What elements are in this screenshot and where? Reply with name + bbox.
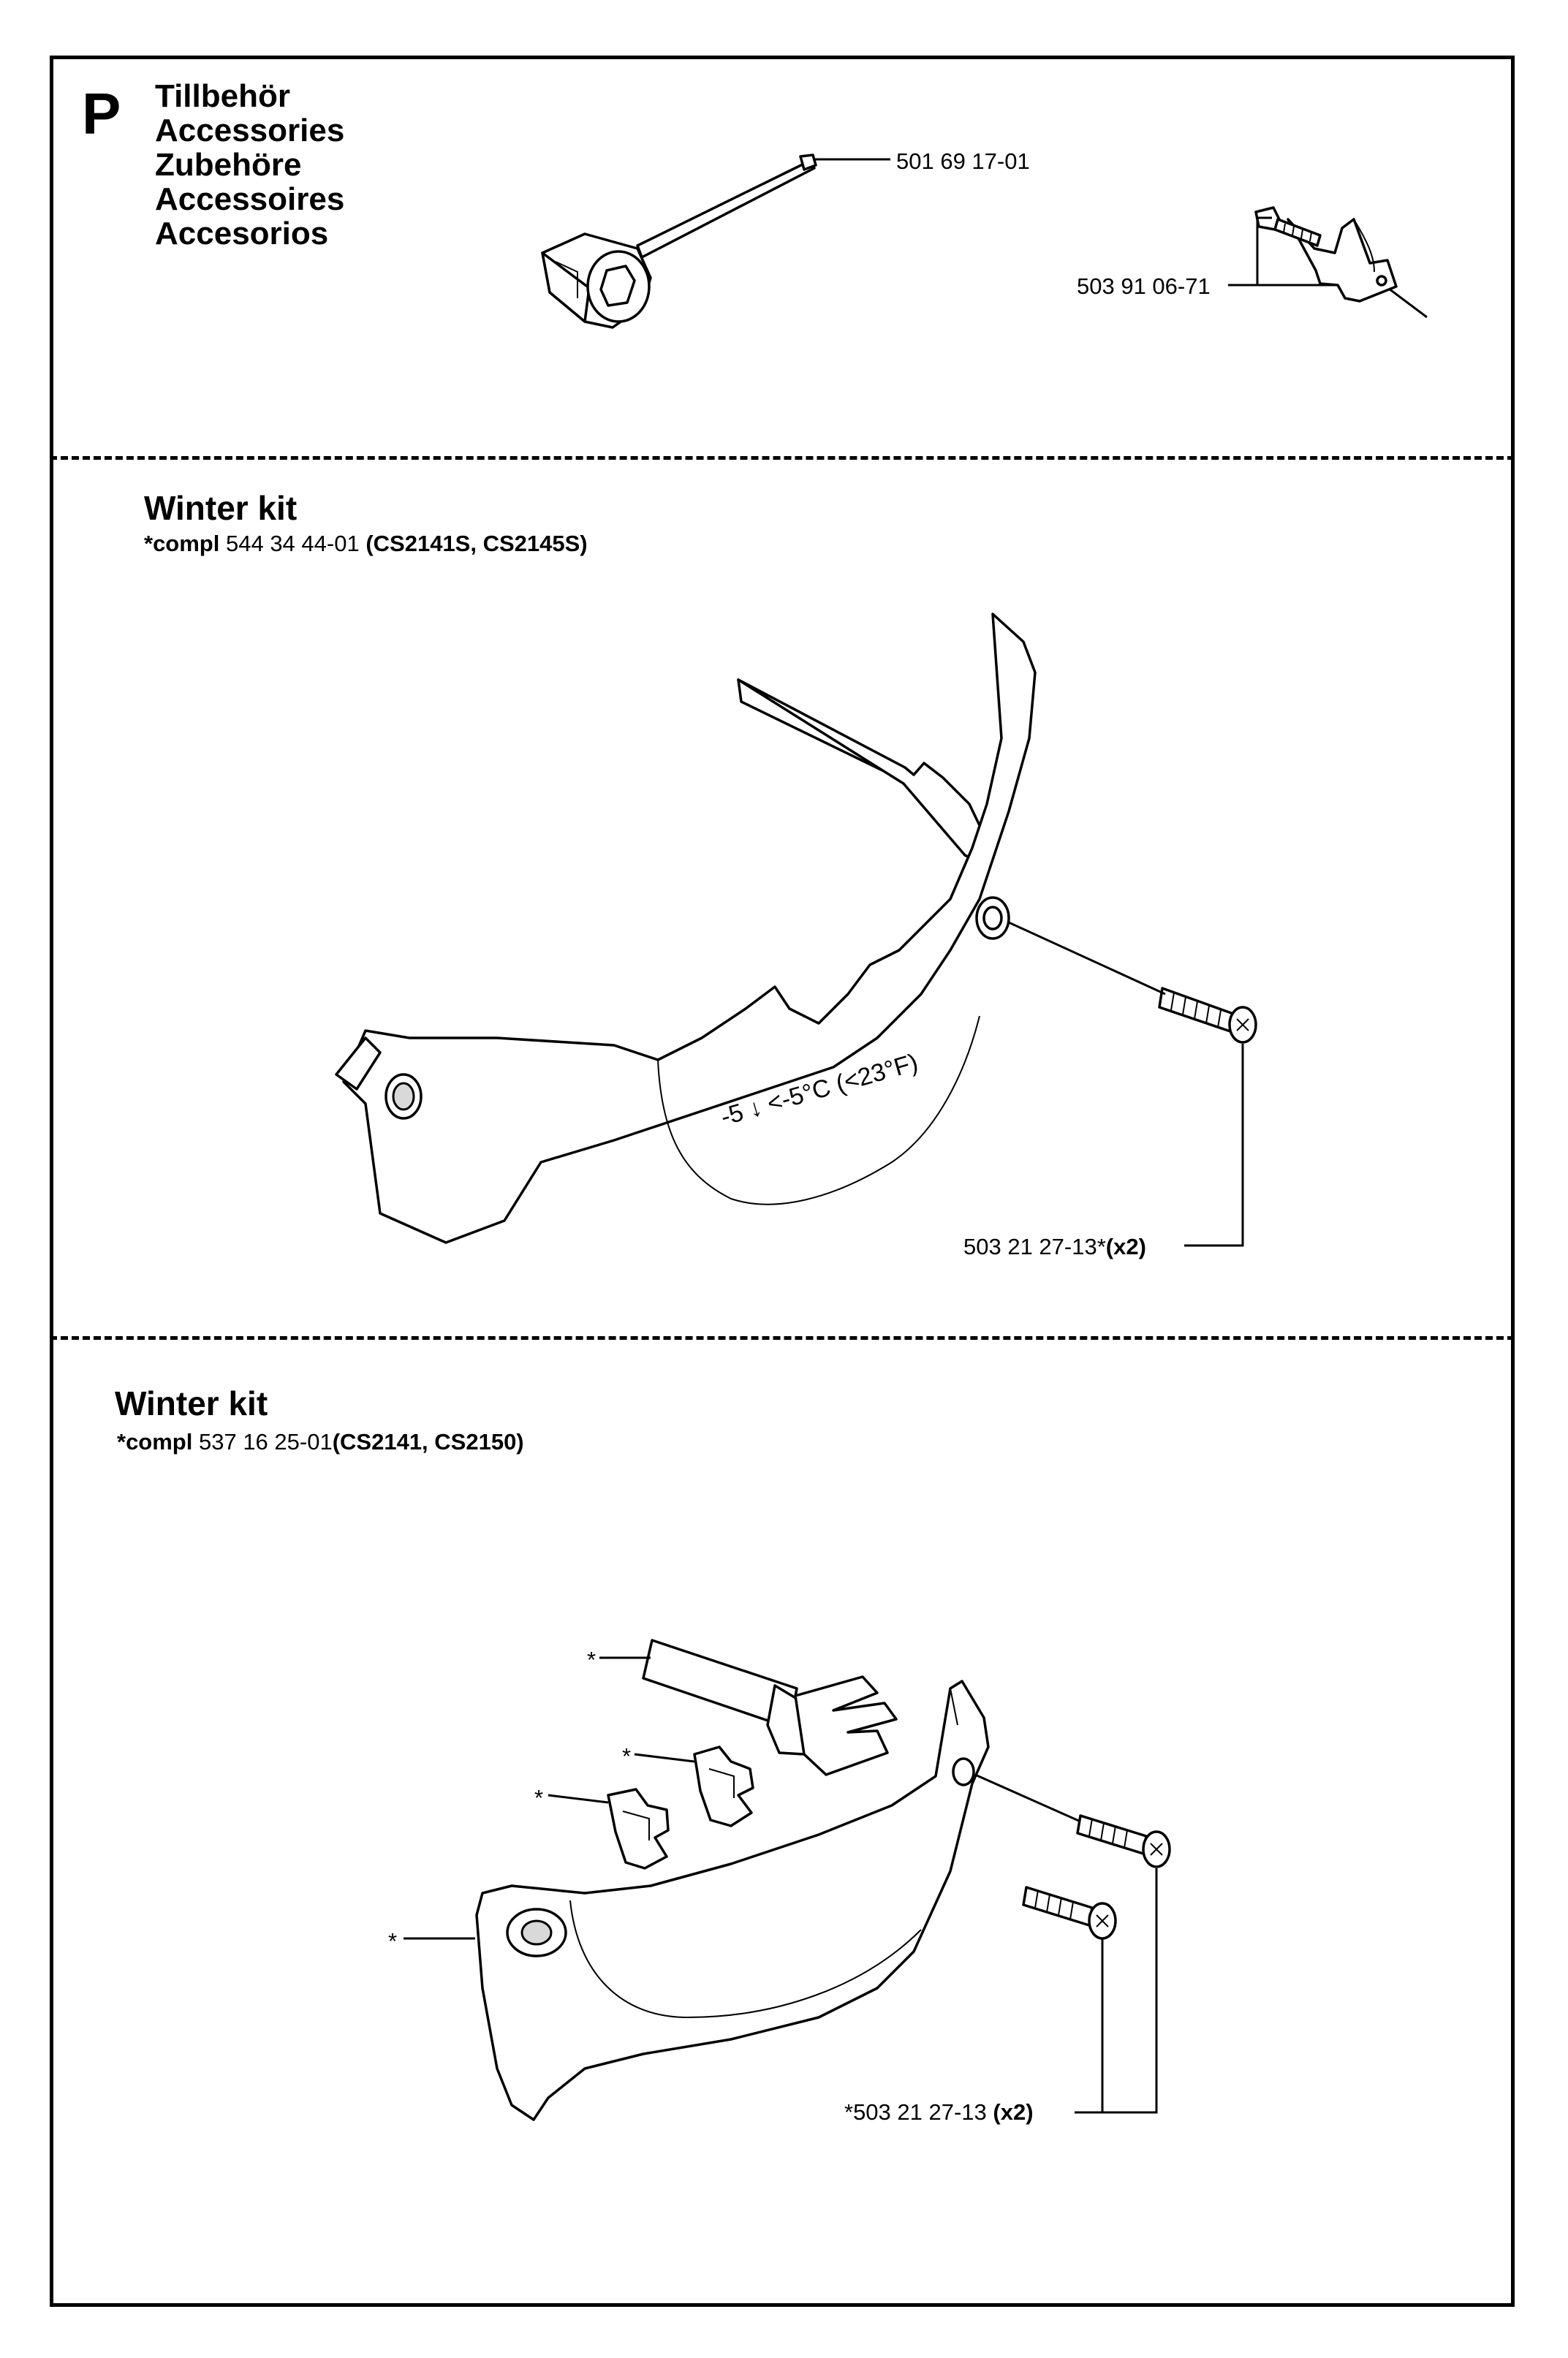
kit1-screw-part: 503 21 27-13* [963,1234,1106,1259]
kit2-handle-insert [642,1639,898,1776]
leader-clamp-lower [548,1794,609,1804]
leader-kit2-screws [1075,1868,1158,2114]
kit2-compl-number: 537 16 25-01 [198,1429,333,1455]
kit1-models: (CS2141S, CS2145S) [366,531,588,556]
kit2-screw-axis [974,1773,1081,1823]
page-frame [50,56,1515,2307]
title-german: Zubehöre [155,147,302,183]
kit2-screw-lower [1022,1886,1117,1940]
section-divider [50,456,1515,460]
kit1-compl-number: 544 34 44-01 [225,531,360,556]
kit2-asterisk-clamp-upper: * [622,1743,632,1769]
kit2-screw-qty: (x2) [993,2099,1034,2125]
kit2-clamp-lower [607,1788,670,1870]
kit2-asterisk-handle: * [587,1647,596,1672]
kit2-models: (CS2141, CS2150) [332,1429,524,1455]
kit2-title: Winter kit [115,1384,268,1422]
kit2-winter-cover [475,1680,990,2121]
clip-part-number: 503 91 06-71 [1077,273,1211,299]
kit1-winter-cover: -5 ↓ <-5°C (<23°F) [335,613,1037,1244]
leader-clamp-upper [634,1753,695,1763]
kit2-asterisk-clamp-lower: * [534,1785,544,1811]
kit2-compl-label: *compl [117,1429,193,1455]
spanner-tool [541,153,817,329]
leader-kit1-screw [1184,1044,1244,1247]
kit1-screw-axis [1008,921,1166,996]
kit1-compl-label: *compl [144,531,220,556]
title-french: Accessoires [155,181,345,217]
kit2-asterisk-cover: * [388,1928,398,1954]
leader-clip [1228,216,1338,287]
kit2-screw-upper [1076,1814,1171,1868]
kit2-clamp-upper [693,1745,754,1827]
section-divider [50,1336,1515,1340]
kit1-screw-qty: (x2) [1105,1234,1146,1259]
kit1-screw [1158,987,1257,1044]
tool-part-number: 501 69 17-01 [896,148,1030,174]
chain-clip-part [1254,206,1428,319]
kit1-title: Winter kit [144,489,298,527]
section-letter: P [82,81,121,146]
title-swedish: Tillbehör [155,78,290,114]
title-english: Accessories [155,113,345,148]
title-spanish: Accesorios [155,216,329,251]
kit2-screw-part: *503 21 27-13 [844,2099,987,2125]
